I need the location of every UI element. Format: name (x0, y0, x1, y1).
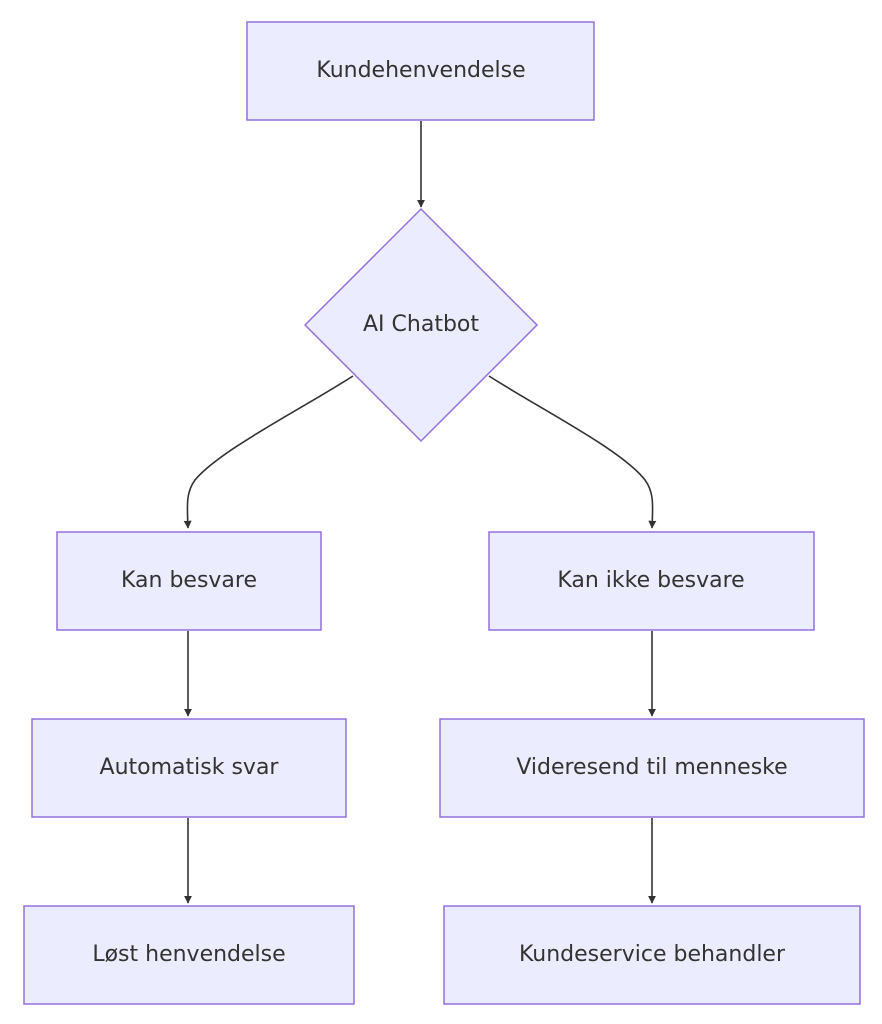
node-resolved: Løst henvendelse (23, 905, 355, 1005)
node-customer-service: Kundeservice behandler (443, 905, 861, 1005)
node-yes-branch-label: Kan besvare (121, 568, 257, 593)
node-decision-label: AI Chatbot (363, 312, 479, 337)
edge-decision-to-yes (183, 375, 354, 529)
node-forward-label: Videresend til menneske (516, 755, 787, 780)
node-no-branch: Kan ikke besvare (488, 531, 815, 631)
node-resolved-label: Løst henvendelse (92, 942, 285, 967)
node-yes-branch: Kan besvare (56, 531, 322, 631)
node-customer-service-label: Kundeservice behandler (519, 942, 786, 967)
node-forward: Videresend til menneske (439, 718, 865, 818)
node-decision: AI Chatbot (303, 207, 539, 443)
node-auto-reply-label: Automatisk svar (100, 755, 280, 780)
node-no-branch-label: Kan ikke besvare (557, 568, 744, 593)
node-start: Kundehenvendelse (246, 21, 595, 121)
edges (183, 121, 657, 904)
node-start-label: Kundehenvendelse (316, 58, 525, 83)
node-auto-reply: Automatisk svar (31, 718, 347, 818)
edge-decision-to-no (488, 375, 657, 529)
